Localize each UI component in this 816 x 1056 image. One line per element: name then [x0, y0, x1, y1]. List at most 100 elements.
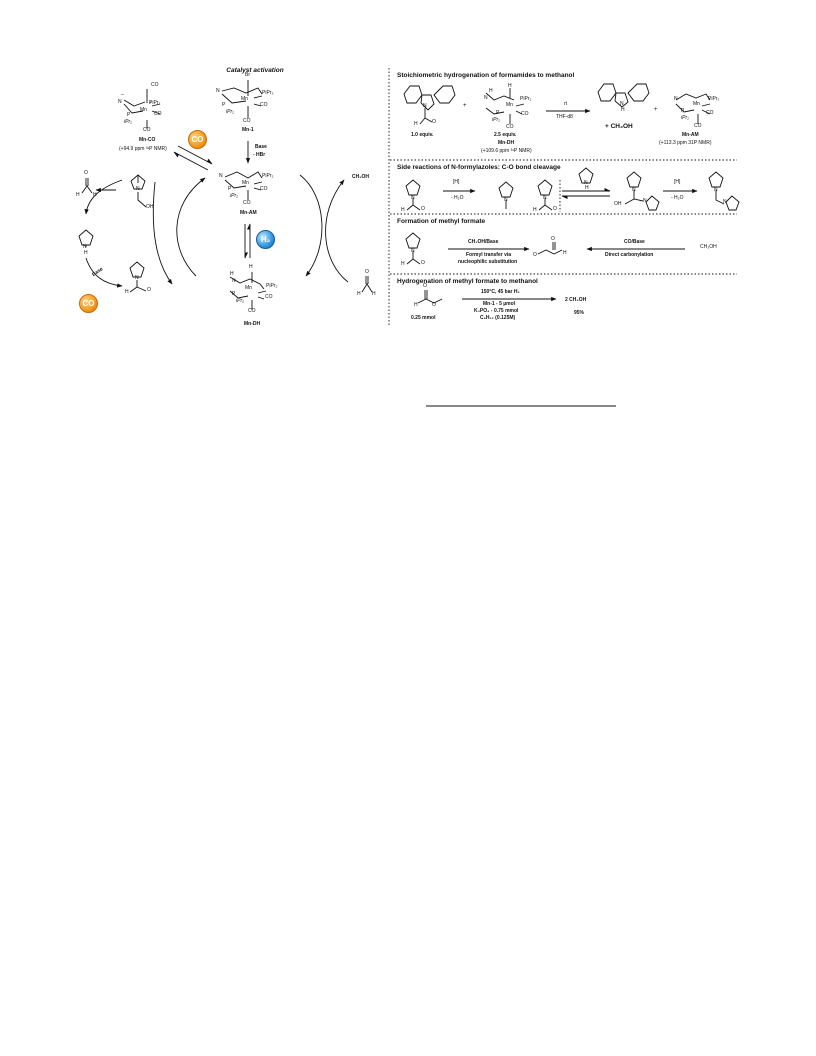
mn1-ipr2-label: iPr₂: [226, 109, 235, 115]
s3-arrow2-top: CO/Base: [624, 239, 645, 245]
s2-hemiaminal-n: N: [632, 187, 636, 193]
mnco-pipr2-label: PiPr₂: [149, 100, 161, 106]
mnco-label: Mn-CO: [139, 137, 156, 143]
s1-arrow-bottom: THF-d8: [556, 114, 573, 120]
mnam-label: Mn-AM: [240, 210, 257, 216]
s4-yield: 95%: [574, 310, 585, 316]
mndh-label: Mn-DH: [244, 321, 261, 327]
mndh-pipr2-label: PiPr₂: [266, 283, 278, 289]
cycle-arc-left: [176, 177, 206, 277]
s1-carbazole-product-h: H: [621, 107, 625, 113]
n-formylpyrrole-cycle: [129, 261, 147, 293]
mndh-n-label: N: [232, 278, 236, 284]
carbazole-product: [597, 83, 650, 108]
mnco-co-top-label: CO: [151, 82, 159, 88]
hydroxymethylpyrrole: [130, 174, 147, 208]
s2-formylpyrrole-n: N: [411, 195, 415, 201]
formaldehyde-left-h1: H: [76, 192, 80, 198]
s3-arrow1-bottom-2: nucleophilic substitution: [458, 259, 518, 265]
s1-mndh-h-top: H: [508, 83, 512, 89]
n-formylpyrrole-s2: [405, 179, 421, 211]
mnco-p-label: P: [127, 112, 131, 118]
mnam-complex: [224, 171, 263, 200]
mnam-n-label: N: [219, 173, 223, 179]
n-formylcarbazole: [403, 85, 456, 125]
mnam-p-label: P: [228, 186, 232, 192]
s1-carbazole-o: O: [432, 119, 436, 125]
s2-hemiaminal-n2: N: [643, 198, 647, 204]
n-formylpyrrole-cycle-o: O: [147, 287, 151, 293]
pyrrole-left: [78, 229, 94, 247]
s4-mf-o2: O: [423, 283, 427, 289]
mnco-minus-label: –: [121, 92, 124, 98]
mnco-ipr2-label: iPr₂: [124, 119, 133, 125]
mnam-ipr2-label: iPr₂: [230, 193, 239, 199]
s1-reagent-shift: (+109.6 ppm ³¹P NMR): [481, 148, 532, 154]
s3-mf-o1: O: [533, 252, 537, 258]
mnco-shift: (+94.9 ppm ³¹P NMR): [119, 146, 167, 152]
s2-step1-bottom: - H₂O: [451, 195, 464, 201]
section1-title: Stoichiometric hydrogenation of formamid…: [397, 72, 575, 79]
s1-arrow-top: rt: [564, 101, 568, 107]
s1-mndh-co2: CO: [506, 124, 514, 130]
s3-methanol: CH₃OH: [700, 244, 717, 250]
section2-title: Side reactions of N-formylazoles: C-O bo…: [397, 164, 561, 171]
s1-carbazole-n: N: [423, 103, 427, 109]
s4-cond2: Mn-1 - 5 µmol: [483, 301, 516, 307]
s2-pyrrole-n: N: [584, 180, 588, 186]
s1-reagent-name: Mn-DH: [498, 140, 515, 146]
mndh-h-top-label: H: [249, 264, 253, 270]
h2-badge: H₂: [256, 230, 275, 249]
s1-reactant-label: 1.0 equiv.: [411, 132, 434, 138]
s2-step1-top: [H]: [453, 179, 460, 185]
mndh-complex: [229, 272, 267, 310]
catalyst-activation-title: Catalyst activation: [226, 67, 284, 74]
mndh-h-left-label: H: [230, 271, 234, 277]
formaldehyde-left-o: O: [84, 170, 88, 176]
mnam-co-label-2: CO: [243, 200, 251, 206]
mnam-mn-label: Mn: [242, 180, 249, 186]
s1-mnam-pipr2: PiPr₂: [708, 96, 720, 102]
pyrrole-left-n: N: [83, 244, 87, 250]
mn1-pipr2-label: PiPr₂: [262, 90, 274, 96]
co-badge-top: CO: [188, 130, 207, 149]
co-badge-bottom: CO: [79, 294, 98, 313]
s2b-formylpyrrole-h: H: [533, 207, 537, 213]
arc-formaldehyde-to-methanol: [325, 179, 349, 283]
s3-formylpyrrole-n: N: [411, 248, 415, 254]
mnam-product: [675, 93, 711, 124]
formaldehyde-right-h1: H: [357, 291, 361, 297]
mnam-pipr2-label: PiPr₂: [262, 173, 274, 179]
s1-mndh-co: CO: [521, 111, 529, 117]
mndh-mn-label: Mn: [245, 285, 252, 291]
mndh-ipr2-label: iPr₂: [236, 298, 245, 304]
section3-title: Formation of methyl formate: [397, 218, 486, 225]
s4-mf-h: H: [414, 302, 418, 308]
s1-mnam-ipr2: iPr₂: [681, 115, 690, 121]
s1-mnam-mn: Mn: [693, 101, 700, 107]
mn1-co-label-2: CO: [243, 118, 251, 124]
s1-plus2: +: [654, 107, 658, 113]
s2-formylpyrrole-h: H: [401, 207, 405, 213]
s2-hemiaminal-ho: OH: [614, 201, 622, 207]
s3-arrow2-bottom: Direct carbonylation: [605, 252, 654, 258]
mn1-mn-label: Mn: [241, 96, 248, 102]
n-formylpyrrole-cycle-h: H: [125, 289, 129, 295]
minus-hbr-label: - HBr: [253, 152, 266, 158]
s1-reagent-label: 2.5 equiv.: [494, 132, 517, 138]
s3-arrow1-top: CH₃OH/Base: [468, 239, 499, 245]
formaldehyde-right: [361, 276, 373, 293]
s1-mndh-n: N: [484, 95, 488, 101]
mnco-mn-label: Mn: [140, 107, 147, 113]
pyrrole-left-h: H: [84, 250, 88, 256]
mn1-br-label: Br: [245, 72, 250, 78]
pyrrole-s2: [578, 167, 594, 184]
n-formylpyrrole-s2b: [537, 179, 553, 211]
s1-product-label: Mn-AM: [682, 132, 699, 138]
s3-mf-h: H: [563, 250, 567, 256]
s2-dipyrrolyl-n1: N: [714, 187, 718, 193]
s3-formylpyrrole-h: H: [401, 261, 405, 267]
mn1-n-label: N: [216, 88, 220, 94]
s3-formylpyrrole-o: O: [421, 260, 425, 266]
